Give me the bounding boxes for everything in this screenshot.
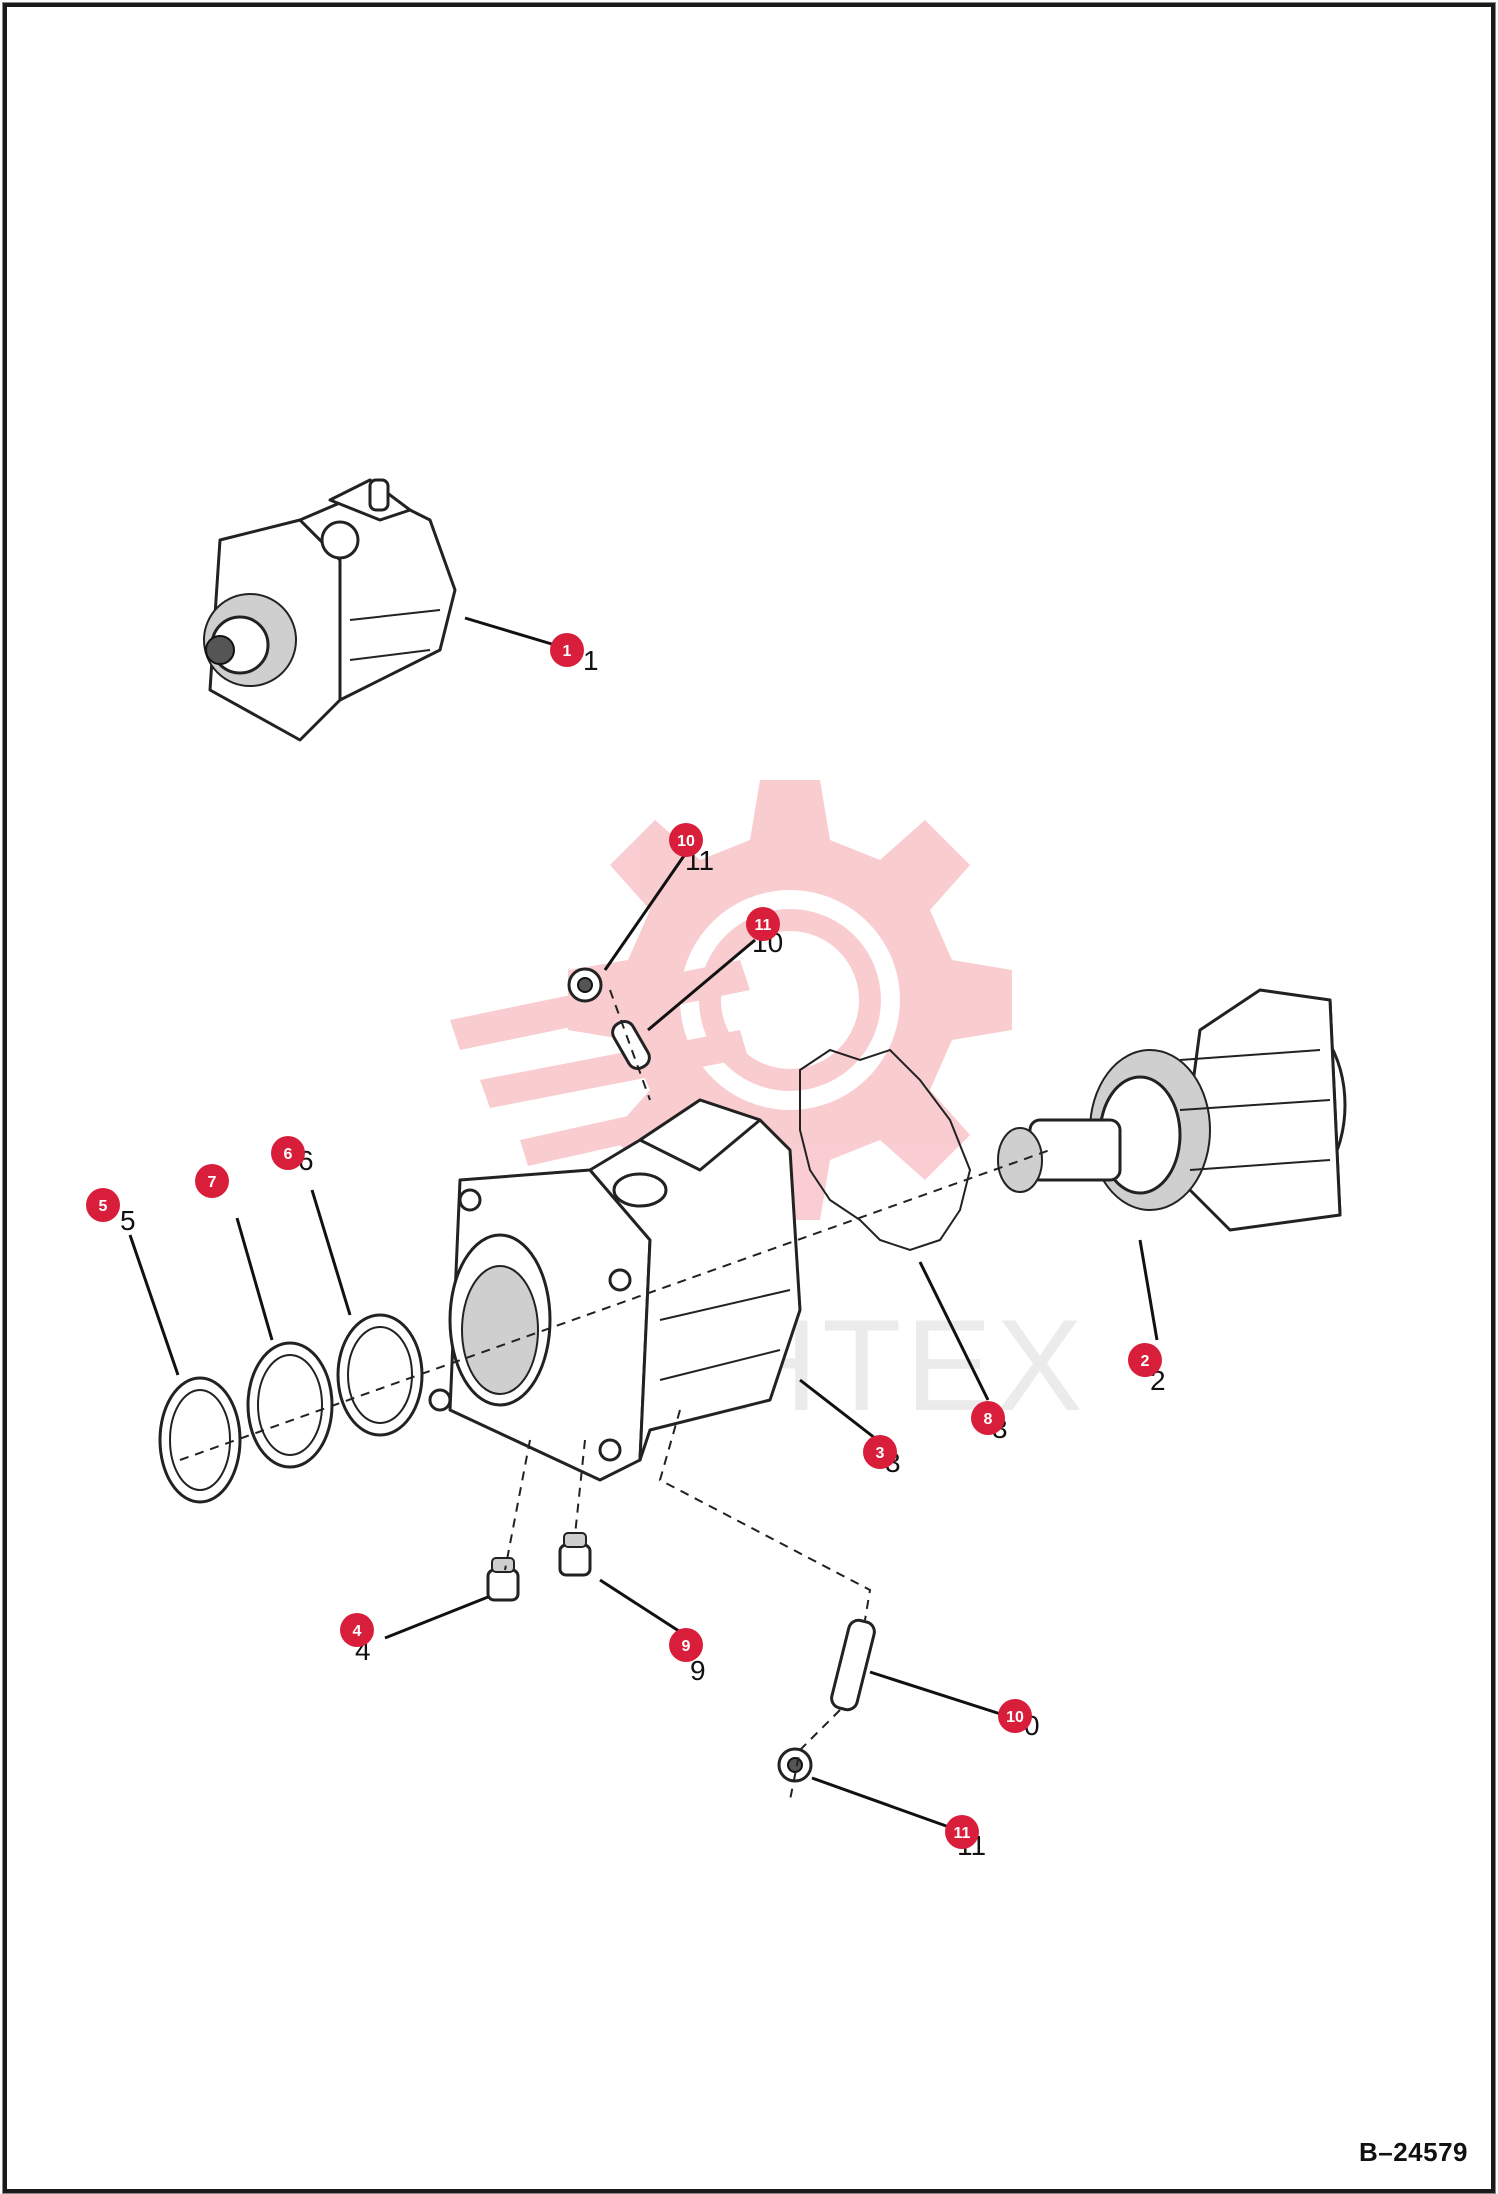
part-number-digit: 9 (690, 1655, 706, 1686)
callout-11-badge: 11 (746, 907, 780, 941)
assembly-axis-plug4 (504, 1439, 531, 1571)
gasket-part-8 (799, 1048, 972, 1252)
leader-lines (128, 616, 1159, 1834)
callout-circle (746, 907, 780, 941)
callout-label: 10 (677, 833, 695, 850)
motor-assembly-part-1 (203, 478, 457, 742)
snap-ring-part-5 (158, 1376, 242, 1504)
nut-part-11-top (567, 967, 603, 1003)
assembly-axis-pin-top (609, 989, 651, 1101)
backup-ring-part-7 (246, 1341, 334, 1469)
callout-circle (998, 1699, 1032, 1733)
callout-circle (86, 1188, 120, 1222)
callout-label: 3 (876, 1445, 885, 1462)
pin-part-10-top (611, 1020, 651, 1070)
callout-circle (340, 1613, 374, 1647)
callout-label: 11 (755, 917, 772, 934)
callout-circle (669, 823, 703, 857)
callout-9-badge: 9 (669, 1628, 703, 1662)
callout-5-badge: 5 (86, 1188, 120, 1222)
seal-ring-part-6 (336, 1313, 424, 1437)
callout-circle (195, 1164, 229, 1198)
callout-3-badge: 3 (863, 1435, 897, 1469)
callout-circle (550, 633, 584, 667)
callout-label: 9 (682, 1638, 691, 1655)
callout-8-badge: 8 (971, 1401, 1005, 1435)
assembly-axis-main (179, 1149, 1051, 1461)
pin-part-10-bottom (830, 1618, 876, 1712)
callout-label: 4 (353, 1623, 362, 1640)
assembly-axis-nut-bottom (789, 1709, 841, 1801)
drawing-frame (3, 3, 1495, 2193)
callout-circle (669, 1628, 703, 1662)
callout-1-badge: 1 (550, 633, 584, 667)
callout-circle (971, 1401, 1005, 1435)
assembly-axis-pin-bottom (658, 1409, 872, 1621)
callout-label: 11 (954, 1825, 971, 1842)
callout-label: 8 (984, 1411, 993, 1428)
callout-10-badge: 10 (669, 823, 703, 857)
callout-circle (945, 1815, 979, 1849)
callout-label: 7 (208, 1174, 217, 1191)
callout-10-badge: 10 (998, 1699, 1032, 1733)
callout-label: 10 (1006, 1709, 1024, 1726)
callout-label: 6 (284, 1146, 293, 1163)
bearing-shaft-part-2 (997, 988, 1347, 1232)
callout-label: 5 (99, 1198, 108, 1215)
callout-7-badge: 7 (195, 1164, 229, 1198)
callout-6-badge: 6 (271, 1136, 305, 1170)
callout-badges: 1 2 3 4 5 6 7 8 9 10 11 10 11 (86, 633, 1162, 1849)
part-number-digit: 5 (120, 1205, 136, 1236)
part-number-digit: 1 (583, 645, 599, 676)
callout-4-badge: 4 (340, 1613, 374, 1647)
callout-circle (1128, 1343, 1162, 1377)
callout-circle (863, 1435, 897, 1469)
callout-label: 2 (1141, 1353, 1150, 1370)
nut-part-11-bottom (777, 1747, 813, 1783)
callout-2-badge: 2 (1128, 1343, 1162, 1377)
plug-part-9 (558, 1532, 592, 1577)
motor-housing-part-3 (428, 1098, 802, 1482)
plug-part-4 (486, 1557, 520, 1602)
callout-11-badge: 11 (945, 1815, 979, 1849)
drawing-code: B–24579 (1358, 2137, 1468, 2167)
watermark-gear-icon (568, 780, 1012, 1220)
callout-label: 1 (563, 643, 572, 660)
callout-circle (271, 1136, 305, 1170)
